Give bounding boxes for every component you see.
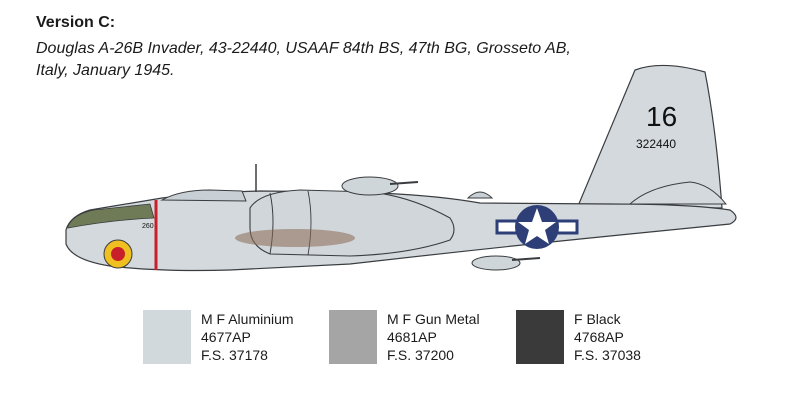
- description-line-1: Douglas A-26B Invader, 43-22440, USAAF 8…: [36, 40, 571, 57]
- gunner-dome: [466, 191, 494, 199]
- swatch-color-box: [143, 310, 191, 364]
- lower-turret-gun: [511, 257, 541, 261]
- upper-turret: [341, 176, 399, 196]
- swatch-color-box: [516, 310, 564, 364]
- star-and-bar-insignia: [495, 205, 579, 249]
- exhaust-stain: [235, 229, 355, 247]
- swatch-name: M F Aluminium: [201, 311, 294, 327]
- swatch-fs: F.S. 37200: [387, 347, 454, 363]
- swatch-fs: F.S. 37178: [201, 347, 268, 363]
- swatch-code: 4768AP: [574, 329, 624, 345]
- tail-code: 16: [646, 101, 677, 132]
- nose-number: 260: [142, 223, 154, 230]
- tail-serial: 322440: [636, 137, 676, 151]
- olive-nose-panel: [67, 203, 155, 229]
- description-line-2: Italy, January 1945.: [36, 62, 175, 79]
- vertical-tail: [577, 64, 723, 209]
- cockpit-canopy: [160, 189, 247, 202]
- nose-art-figure: [111, 247, 125, 261]
- horizontal-stabilizer: [628, 181, 728, 205]
- swatch-fs: F.S. 37038: [574, 347, 641, 363]
- color-swatch-legend: M F Aluminium 4677AP F.S. 37178 M F Gun …: [0, 310, 800, 370]
- turret-gun: [389, 181, 419, 185]
- aircraft-description: Douglas A-26B Invader, 43-22440, USAAF 8…: [36, 38, 636, 82]
- version-title: Version C:: [36, 14, 116, 31]
- lower-turret: [471, 255, 521, 271]
- swatch-code: 4681AP: [387, 329, 437, 345]
- aircraft-profile-illustration: 16 322440 260: [65, 64, 737, 272]
- swatch-color-box: [329, 310, 377, 364]
- swatch-name: M F Gun Metal: [387, 311, 480, 327]
- cowling-ring: [269, 192, 274, 255]
- cowling-ring: [307, 190, 312, 256]
- swatch-name: F Black: [574, 311, 621, 327]
- swatch-code: 4677AP: [201, 329, 251, 345]
